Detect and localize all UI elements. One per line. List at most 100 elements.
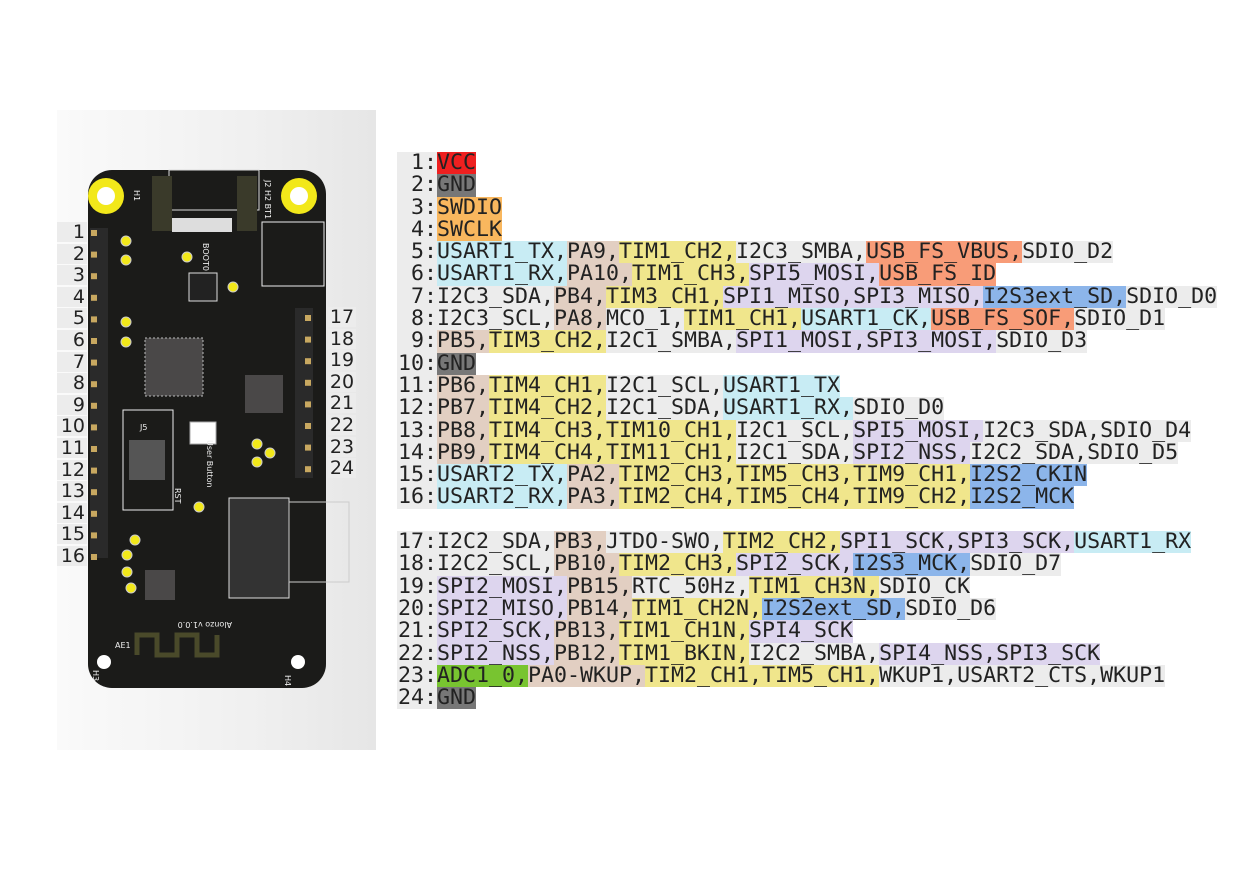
pin-function-plain: SDIO_D2 (1022, 239, 1114, 265)
pin-function-port: PB6, (437, 372, 490, 398)
pin-function-tim: TIM2_CH1, (645, 662, 763, 688)
header-pin-pad (91, 359, 97, 366)
right-pin-label: 20 (328, 370, 356, 393)
pin-function-tim: TIM4_CH1, (489, 372, 607, 398)
pin-function-usb: USB_FS_VBUS, (866, 239, 1023, 265)
pin-function-usb: USB_FS_ID (879, 261, 997, 287)
pin-row: 15:USART2_TX,PA2,TIM2_CH3,TIM5_CH3,TIM9_… (397, 462, 1217, 488)
silk-version: Alonzo v1.0.0 (178, 620, 232, 629)
pin-function-spi: SPI3_MOSI, (866, 328, 997, 354)
pin-function-spi: SPI2_NSS, (437, 640, 555, 666)
header-pin-pad (91, 510, 97, 517)
j5-pins (129, 440, 165, 480)
pin-function-port: PB12, (554, 640, 620, 666)
pin-function-i2s: I2S2_MCK (970, 484, 1075, 510)
header-pins (91, 230, 311, 560)
header-pin-pad (305, 444, 311, 451)
header-pin-pad (305, 466, 311, 473)
pin-function-uart: USART1_RX, (437, 261, 568, 287)
left-pin-label: 6 (57, 330, 87, 350)
mounting-hole-h4 (291, 655, 305, 669)
pin-function-spi: SPI2_MISO, (437, 595, 568, 621)
left-pin-label: 3 (57, 265, 87, 286)
pin-function-plain: SDIO_D6 (905, 595, 997, 621)
pin-function-spi: SPI4_NSS, (879, 640, 997, 666)
pin-function-power: VCC (437, 150, 477, 175)
left-pin-label: 7 (57, 351, 87, 372)
pin-function-tim: TIM1_CH2N, (632, 595, 763, 621)
pin-function-port: PB3, (554, 529, 607, 555)
header-pin-pad (305, 401, 311, 408)
pin-function-spi: SPI3_SCK (996, 640, 1101, 666)
pin-function-plain: I2C2_SCL, (437, 551, 555, 577)
pin-function-port: PA8, (554, 306, 607, 332)
header-pin-pad (305, 379, 311, 386)
pin-function-uart: USART1_RX (1074, 529, 1192, 555)
pin-function-plain: I2C2_SMBA, (749, 640, 880, 666)
pin-function-tim: TIM2_CH3, (619, 462, 737, 488)
pin-function-uart: USART1_TX, (437, 239, 568, 265)
pin-number: 8: (397, 307, 437, 331)
module-outline (288, 501, 350, 583)
left-pin-label: 2 (57, 243, 87, 264)
pin-number: 19: (397, 573, 437, 599)
pin-function-plain: SDIO_D0 (853, 395, 945, 421)
header-pin-pad (91, 446, 97, 452)
pin-row: 19:SPI2_MOSI,PB15,RTC_50Hz,TIM1_CH3N,SDI… (397, 573, 1217, 599)
pin-row: 10:GND (397, 352, 1217, 375)
boot-switch (188, 272, 218, 302)
pin-function-gnd: GND (437, 685, 477, 711)
pin-function-spi: SPI2_NSS, (853, 439, 971, 465)
right-pin-label: 17 (328, 306, 356, 328)
header-pin-pad (91, 402, 97, 409)
pin-row: 20:SPI2_MISO,PB14,TIM1_CH2N,I2S2ext_SD,S… (397, 595, 1217, 621)
pin-row: 21:SPI2_SCK,PB13,TIM1_CH1N,SPI4_SCK (397, 618, 1217, 644)
left-pin-label: 8 (57, 373, 87, 394)
pin-function-i2s: I2S2_CKIN (970, 462, 1088, 488)
pin-function-spi: SPI3_MISO, (853, 283, 984, 309)
radio-module (228, 497, 290, 599)
pin-row: 4:SWCLK (397, 218, 1217, 242)
pin-function-tim: TIM1_BKIN, (619, 640, 750, 666)
pin-number: 13: (397, 417, 437, 443)
right-pin-label: 22 (328, 414, 356, 436)
pin-function-port: PA9, (567, 239, 620, 265)
left-header (90, 228, 108, 558)
right-pin-label: 19 (328, 349, 356, 372)
header-pin-pad (305, 315, 311, 321)
pin-row: 3:SWDIO (397, 194, 1217, 220)
pin-function-tim: TIM1_CH3N, (749, 573, 880, 599)
header-pin-pad (91, 489, 97, 496)
pin-function-spi: SPI5_MOSI, (749, 261, 880, 287)
pin-function-spi: SPI2_MOSI, (437, 573, 568, 599)
pin-function-port: PB14, (567, 595, 633, 621)
pin-function-port: PB13, (554, 618, 620, 644)
left-pin-label: 15 (57, 524, 87, 545)
right-pin-label: 23 (328, 435, 356, 458)
pin-function-usb: USB_FS_SOF, (931, 306, 1075, 332)
silk-h2: J2 H2 BT1 (263, 179, 272, 219)
pin-row: 22:SPI2_NSS,PB12,TIM1_BKIN,I2C2_SMBA,SPI… (397, 640, 1217, 666)
pin-function-tim: TIM5_CH3, (736, 462, 854, 488)
pin-function-plain: I2C3_SDA, (437, 283, 555, 309)
pin-function-port: PA3, (567, 484, 620, 510)
pin-function-port: PB9, (437, 439, 490, 465)
pin-function-plain: WKUP1 (1100, 662, 1166, 688)
pin-function-tim: TIM5_CH4, (736, 484, 854, 510)
header-pin-pad (305, 336, 311, 343)
pin-function-spi: SPI1_MOSI, (736, 328, 867, 354)
pin-function-tim: TIM5_CH1, (762, 662, 880, 688)
pin-function-plain: USART2_CTS, (957, 662, 1101, 688)
pin-function-debug: SWDIO (437, 194, 503, 220)
pin-number: 24: (397, 685, 437, 711)
pin-function-tim: TIM4_CH3, (489, 417, 607, 443)
mounting-hole-h1 (88, 178, 124, 214)
pin-row: 16:USART2_RX,PA3,TIM2_CH4,TIM5_CH4,TIM9_… (397, 484, 1217, 510)
header-pin-pad (91, 532, 97, 539)
silk-j5: J5 (139, 423, 147, 432)
group-spacer (397, 509, 1217, 531)
pin-function-port: PB4, (554, 283, 607, 309)
pin-function-plain: I2C2_SDA, (437, 529, 555, 555)
header-pin-pad (91, 230, 97, 236)
pin-function-tim: TIM11_CH1, (606, 439, 737, 465)
